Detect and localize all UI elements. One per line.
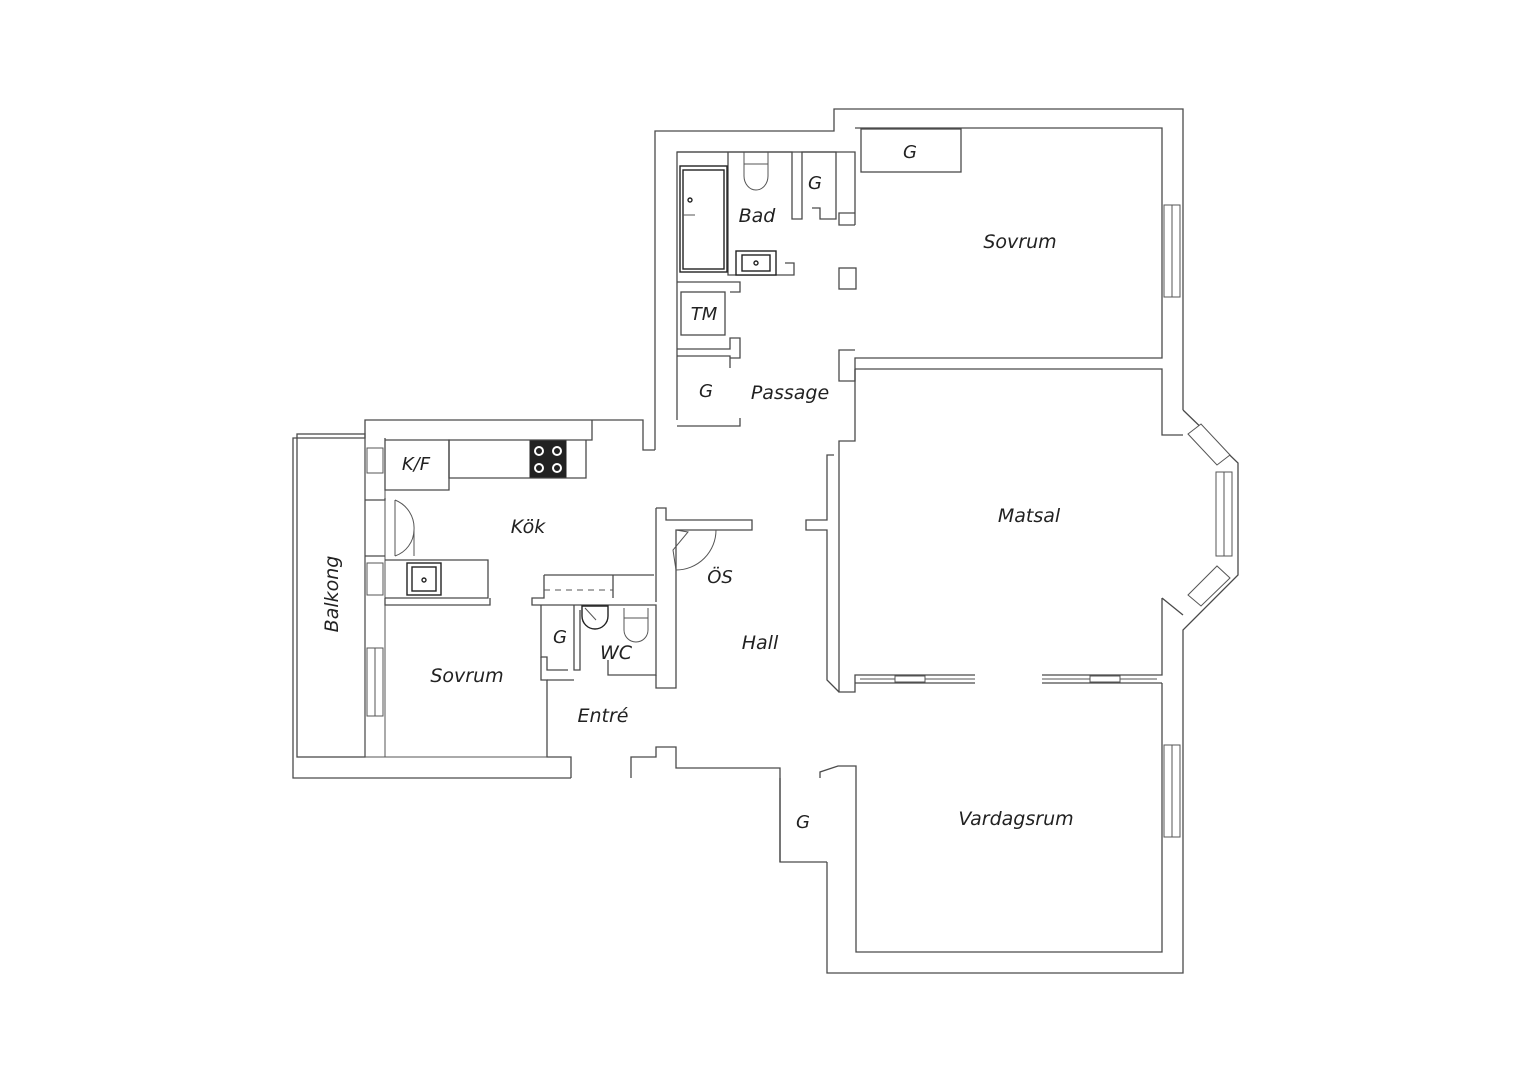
fixture-label-kf: K/F (402, 454, 431, 475)
fixture-labels: K/F TM ÖS G G G G G (402, 142, 917, 833)
room-label-matsal: Matsal (998, 505, 1061, 527)
fixture-label-tm: TM (691, 304, 718, 325)
doors (394, 499, 717, 571)
room-label-wc: WC (600, 642, 633, 664)
fixture-label-g-passage: G (699, 381, 713, 402)
fixture-label-os: ÖS (707, 566, 733, 588)
room-label-passage: Passage (751, 382, 829, 404)
fixtures (406, 128, 962, 643)
room-label-sovrum-top: Sovrum (983, 231, 1056, 253)
room-label-entre: Entré (578, 705, 629, 727)
windows (366, 204, 1233, 838)
room-label-sovrum-left: Sovrum (430, 665, 503, 687)
fixture-label-g-bad: G (808, 173, 822, 194)
fixture-label-g-sovrum: G (903, 142, 917, 163)
room-label-hall: Hall (742, 632, 779, 654)
room-label-vardagsrum: Vardagsrum (958, 808, 1073, 830)
balkong (296, 433, 547, 758)
room-labels: Sovrum Matsal Vardagsrum Kök Hall Entré … (321, 205, 1074, 830)
room-label-bad: Bad (739, 205, 777, 227)
fixture-label-g-entre: G (553, 627, 567, 648)
outer-walls (292, 108, 1239, 974)
room-label-kok: Kök (511, 516, 546, 538)
room-label-balkong: Balkong (321, 556, 343, 633)
interior-walls (365, 127, 1184, 693)
fixture-label-g-hall: G (796, 812, 810, 833)
